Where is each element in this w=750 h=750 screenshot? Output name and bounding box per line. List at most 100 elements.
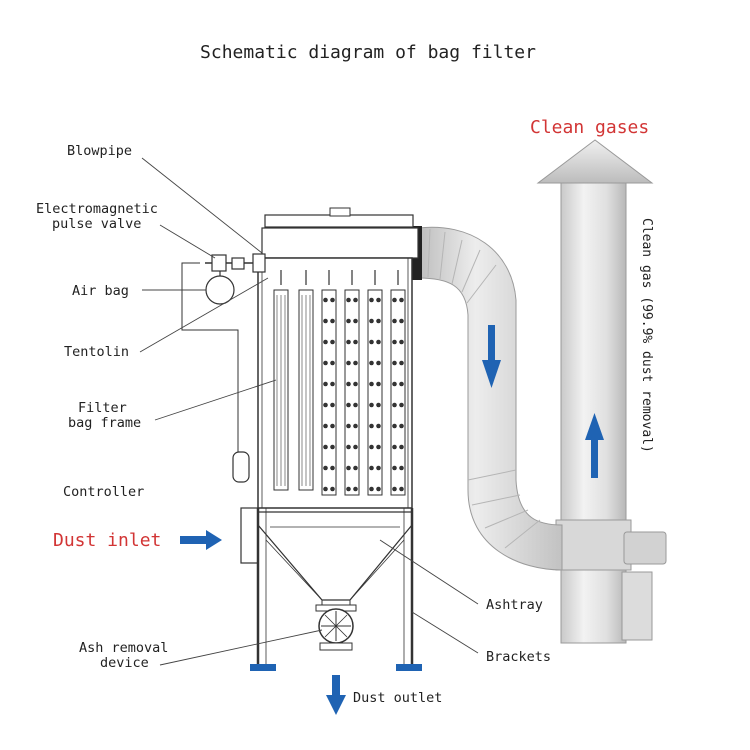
- bag-dot: [353, 465, 358, 471]
- label-tentolin: Tentolin: [64, 344, 129, 360]
- bag-dot: [330, 486, 335, 492]
- bag-dot: [399, 381, 404, 387]
- bag-dot: [330, 297, 335, 303]
- bag-dot: [376, 360, 381, 366]
- label-ash-removal-line2: device: [100, 655, 149, 671]
- controller-box: [232, 451, 250, 483]
- label-pulse-valve-line1: Electromagnetic: [36, 201, 158, 217]
- label-brackets: Brackets: [486, 649, 551, 665]
- bag-dot: [323, 486, 328, 492]
- diagram-title: Schematic diagram of bag filter: [200, 42, 536, 63]
- bag-dot: [376, 486, 381, 492]
- bag-dot: [399, 360, 404, 366]
- fan-housing: [623, 531, 667, 565]
- bag-dot: [330, 402, 335, 408]
- bag-dot: [369, 444, 374, 450]
- bag-dot: [346, 381, 351, 387]
- flow-arrow-down: [482, 325, 501, 388]
- bag-dot: [346, 465, 351, 471]
- label-filter-line2: bag frame: [68, 415, 141, 431]
- chimney: [536, 139, 667, 644]
- bag-dot: [392, 465, 397, 471]
- bag-dot: [346, 423, 351, 429]
- label-clean-gas-note: Clean gas (99.9% dust removal): [639, 218, 654, 453]
- duct-seam-2: [439, 231, 446, 280]
- bag-dot: [353, 486, 358, 492]
- bag-dot: [369, 486, 374, 492]
- bag-dot: [323, 360, 328, 366]
- duct-pipe: [410, 226, 563, 571]
- bag-dot: [399, 444, 404, 450]
- bag-dot: [346, 339, 351, 345]
- inlet-flange: [240, 507, 259, 564]
- bag-dot: [376, 381, 381, 387]
- duct-seam-1: [427, 228, 431, 278]
- bag-frame-ribs: [276, 295, 311, 486]
- foot-left: [250, 664, 276, 671]
- duct-seam-4: [461, 249, 481, 293]
- label-ash-removal-line1: Ash removal: [79, 640, 168, 656]
- label-pulse-valve-line2: pulse valve: [52, 216, 141, 232]
- bag-dot: [353, 423, 358, 429]
- bag-dot: [330, 318, 335, 324]
- bag-dot: [376, 402, 381, 408]
- bag-dot: [399, 486, 404, 492]
- bag-dot: [323, 402, 328, 408]
- chimney-cap: [536, 139, 654, 184]
- bag-dot: [399, 318, 404, 324]
- pulse-assembly: [181, 253, 266, 483]
- bag-dot: [353, 339, 358, 345]
- duct-seam-7: [471, 494, 521, 506]
- bag-dot: [323, 381, 328, 387]
- bag-dot: [353, 318, 358, 324]
- dust-inlet-arrow: [180, 530, 222, 550]
- bag-dot: [353, 402, 358, 408]
- duct-seam-3: [451, 239, 463, 285]
- bag-dot: [346, 402, 351, 408]
- bag-dot: [369, 465, 374, 471]
- label-filter-line1: Filter: [78, 400, 127, 416]
- bag-dot: [369, 339, 374, 345]
- bag-dot: [376, 297, 381, 303]
- fan-motor: [621, 571, 653, 641]
- blowpipe-nozzles: [280, 270, 399, 285]
- duct-seam-5: [466, 264, 497, 304]
- bag-dot: [399, 339, 404, 345]
- bag-dot: [392, 360, 397, 366]
- top-hood: [264, 214, 414, 228]
- bag-dot: [392, 318, 397, 324]
- label-dust-outlet: Dust outlet: [353, 690, 442, 706]
- bag-dot: [376, 444, 381, 450]
- bag-dot: [353, 360, 358, 366]
- bag-dot: [376, 423, 381, 429]
- bag-dot: [392, 444, 397, 450]
- bag-dot: [369, 318, 374, 324]
- bag-dot: [399, 465, 404, 471]
- label-blowpipe: Blowpipe: [67, 143, 132, 159]
- bag-dot: [399, 297, 404, 303]
- label-ashtray: Ashtray: [486, 597, 543, 613]
- bag-dot: [323, 444, 328, 450]
- bag-dot: [323, 318, 328, 324]
- bag-dot: [353, 297, 358, 303]
- bag-dot: [392, 423, 397, 429]
- dust-outlet-arrow: [326, 675, 346, 715]
- bag-dot: [346, 486, 351, 492]
- bag-dot: [369, 297, 374, 303]
- leader-lines: [139, 157, 479, 666]
- bag-dot: [323, 465, 328, 471]
- chimney-stack: [560, 182, 627, 644]
- bag-dot: [392, 402, 397, 408]
- bag-dot: [346, 444, 351, 450]
- bag-dot: [353, 444, 358, 450]
- duct-seam-9: [504, 519, 541, 549]
- bag-dot: [323, 339, 328, 345]
- bag-dot: [323, 423, 328, 429]
- bag-dot: [323, 297, 328, 303]
- bag-dot: [369, 381, 374, 387]
- bag-dot: [346, 318, 351, 324]
- bag-dot: [330, 360, 335, 366]
- duct-seam-8: [484, 509, 529, 529]
- bag-dot: [392, 297, 397, 303]
- bag-dot: [346, 297, 351, 303]
